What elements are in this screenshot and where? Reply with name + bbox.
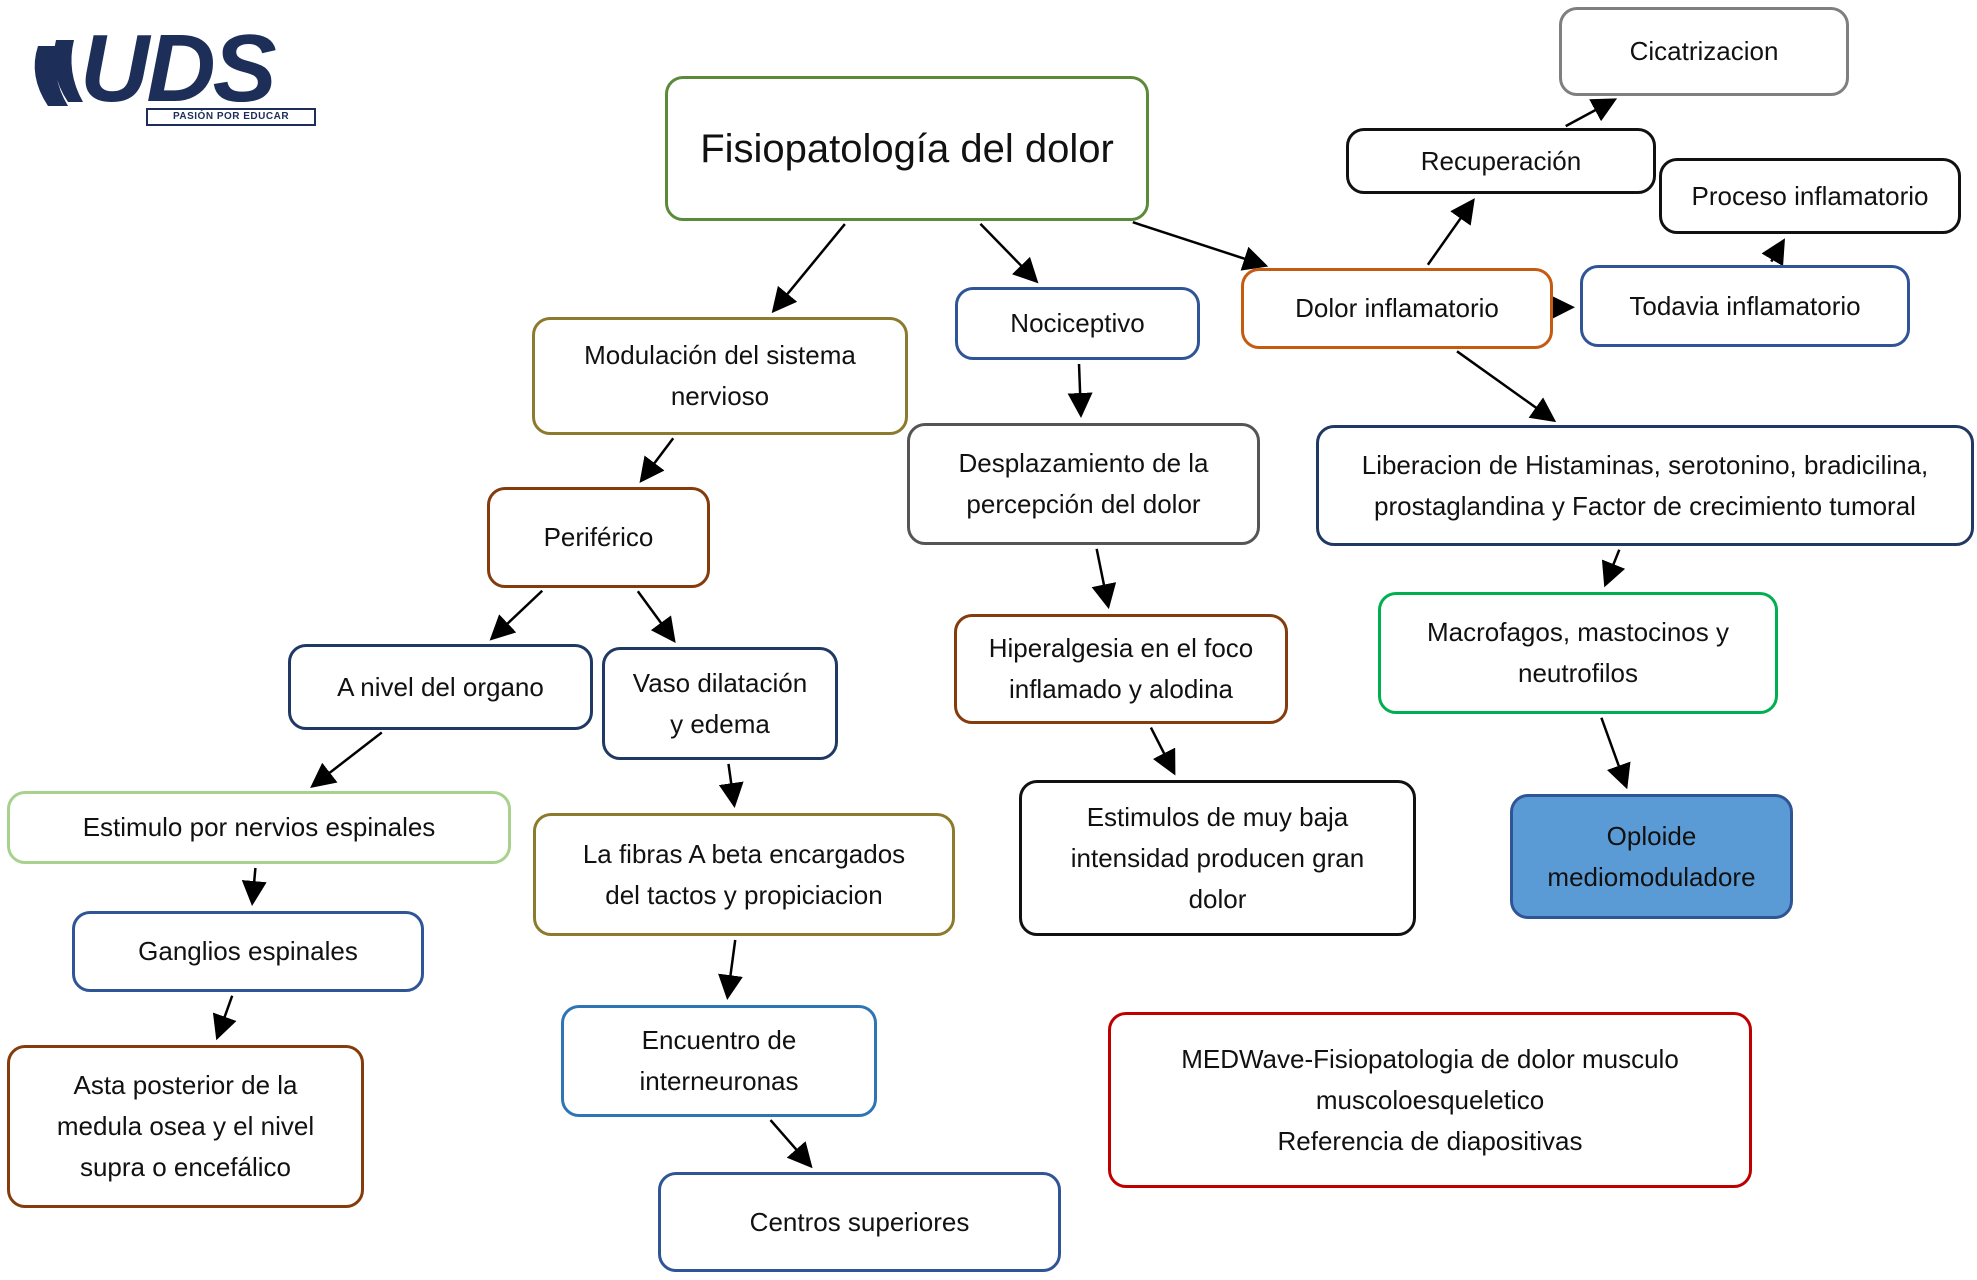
logo-tagline: PASIÓN POR EDUCAR [146, 108, 316, 126]
node-referencia: MEDWave-Fisiopatologia de dolor musculo … [1108, 1012, 1752, 1188]
node-asta-posterior: Asta posterior de la medula osea y el ni… [7, 1045, 364, 1208]
node-proceso-inflamatorio: Proceso inflamatorio [1659, 158, 1961, 234]
node-macrofagos: Macrofagos, mastocinos y neutrofilos [1378, 592, 1778, 714]
node-todavia-inflamatorio: Todavia inflamatorio [1580, 265, 1910, 347]
arrow-encuentro-to-centros [769, 1119, 813, 1169]
node-vaso-dilatacion: Vaso dilatación y edema [602, 647, 838, 760]
arrow-nociceptivo-to-desplazamiento [1067, 363, 1093, 419]
arrow-periferico-to-vaso [636, 590, 676, 643]
node-opioide: Oploide mediomoduladore [1510, 794, 1793, 919]
arrow-organo-to-estimulo [310, 731, 383, 788]
logo-text: UDS [80, 15, 277, 122]
node-cicatrizacion: Cicatrizacion [1559, 7, 1849, 96]
arrow-liberacion-to-macrofagos [1601, 549, 1626, 588]
arrow-fibras-to-encuentro [718, 939, 743, 1001]
node-nivel-organo: A nivel del organo [288, 644, 593, 730]
node-periferico: Periférico [487, 487, 710, 588]
node-dolor-inflamatorio: Dolor inflamatorio [1241, 268, 1553, 349]
uds-logo: UDS PASIÓN POR EDUCAR [28, 15, 316, 132]
node-estimulo-nervios: Estimulo por nervios espinales [7, 791, 511, 864]
arrow-estimulo-to-ganglios [241, 867, 267, 907]
node-ganglios: Ganglios espinales [72, 911, 424, 992]
arrow-recuperacion-to-cicatrizacion [1565, 98, 1618, 128]
arrow-modulacion-to-periferico [639, 437, 675, 484]
node-modulacion: Modulación del sistema nervioso [532, 317, 908, 435]
node-hiperalgesia: Hiperalgesia en el foco inflamado y alod… [954, 614, 1288, 724]
arrow-todavia-to-proceso [1761, 238, 1786, 267]
arrow-inflamatorio-to-liberacion [1456, 350, 1557, 423]
node-liberacion: Liberacion de Histaminas, serotonino, br… [1316, 425, 1974, 546]
logo-swoosh-icon [34, 40, 83, 106]
node-centros-superiores: Centros superiores [658, 1172, 1061, 1272]
arrow-ganglios-to-asta [212, 995, 237, 1041]
arrow-root-to-inflamatorio [1132, 221, 1269, 271]
arrow-macrofagos-to-opioide [1600, 717, 1631, 790]
arrow-periferico-to-organo [489, 589, 544, 641]
arrow-desplazamiento-to-hiperalgesia [1091, 548, 1117, 610]
node-fibras-a-beta: La fibras A beta encargados del tactos y… [533, 813, 955, 936]
arrow-inflamatorio-to-recuperacion [1426, 198, 1475, 266]
arrow-root-to-modulacion [771, 223, 846, 314]
node-desplazamiento: Desplazamiento de la percepción del dolo… [907, 423, 1260, 545]
node-estimulos-baja: Estimulos de muy baja intensidad produce… [1019, 780, 1416, 936]
arrow-vaso-to-fibras [718, 763, 744, 809]
node-nociceptivo: Nociceptivo [955, 287, 1200, 360]
arrow-root-to-nociceptivo [979, 222, 1039, 284]
arrow-hiperalgesia-to-estimulos [1149, 726, 1176, 776]
node-recuperacion: Recuperación [1346, 128, 1656, 194]
node-fisiopatologia: Fisiopatología del dolor [665, 76, 1149, 221]
node-encuentro: Encuentro de interneuronas [561, 1005, 877, 1117]
